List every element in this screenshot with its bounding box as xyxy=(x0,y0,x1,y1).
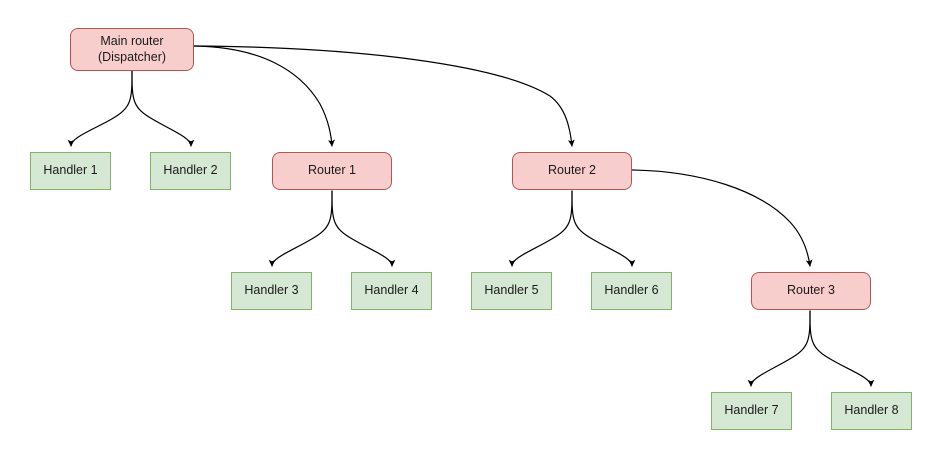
node-label-handler-6: Handler 6 xyxy=(604,283,659,298)
node-main-router[interactable]: Main router (Dispatcher) xyxy=(70,28,194,71)
edge-main-router-to-router-1 xyxy=(193,45,335,147)
edge-router-1-to-handler-3 xyxy=(268,190,333,267)
node-label-handler-3: Handler 3 xyxy=(244,283,299,298)
node-handler-8[interactable]: Handler 8 xyxy=(831,392,912,430)
node-label-handler-8: Handler 8 xyxy=(844,403,899,418)
node-label-router-3: Router 3 xyxy=(787,283,835,298)
node-handler-1[interactable]: Handler 1 xyxy=(30,152,111,190)
node-label-main-router: Main router (Dispatcher) xyxy=(97,33,167,64)
edge-router-2-to-handler-5 xyxy=(508,190,573,267)
edge-router-1-to-handler-4 xyxy=(331,190,396,267)
node-handler-4[interactable]: Handler 4 xyxy=(351,272,432,310)
node-router-1[interactable]: Router 1 xyxy=(272,152,392,190)
edge-router-2-to-router-3 xyxy=(631,169,813,267)
node-label-handler-7: Handler 7 xyxy=(724,403,779,418)
node-router-3[interactable]: Router 3 xyxy=(751,272,871,310)
node-label-router-1: Router 1 xyxy=(308,163,356,178)
node-handler-5[interactable]: Handler 5 xyxy=(471,272,552,310)
edge-main-router-to-handler-1 xyxy=(67,70,133,147)
node-label-handler-2: Handler 2 xyxy=(163,163,218,178)
node-handler-7[interactable]: Handler 7 xyxy=(711,392,792,430)
edge-group xyxy=(67,45,875,387)
node-label-handler-1: Handler 1 xyxy=(43,163,98,178)
node-router-2[interactable]: Router 2 xyxy=(512,152,632,190)
edge-main-router-to-handler-2 xyxy=(131,70,195,147)
node-handler-2[interactable]: Handler 2 xyxy=(150,152,231,190)
edge-router-2-to-handler-6 xyxy=(571,190,636,267)
edge-router-3-to-handler-7 xyxy=(747,310,811,387)
edge-router-3-to-handler-8 xyxy=(809,310,875,387)
edge-main-router-to-router-2 xyxy=(193,45,575,147)
node-handler-6[interactable]: Handler 6 xyxy=(591,272,672,310)
node-label-handler-5: Handler 5 xyxy=(484,283,539,298)
node-label-handler-4: Handler 4 xyxy=(364,283,419,298)
node-label-router-2: Router 2 xyxy=(548,163,596,178)
node-handler-3[interactable]: Handler 3 xyxy=(231,272,312,310)
